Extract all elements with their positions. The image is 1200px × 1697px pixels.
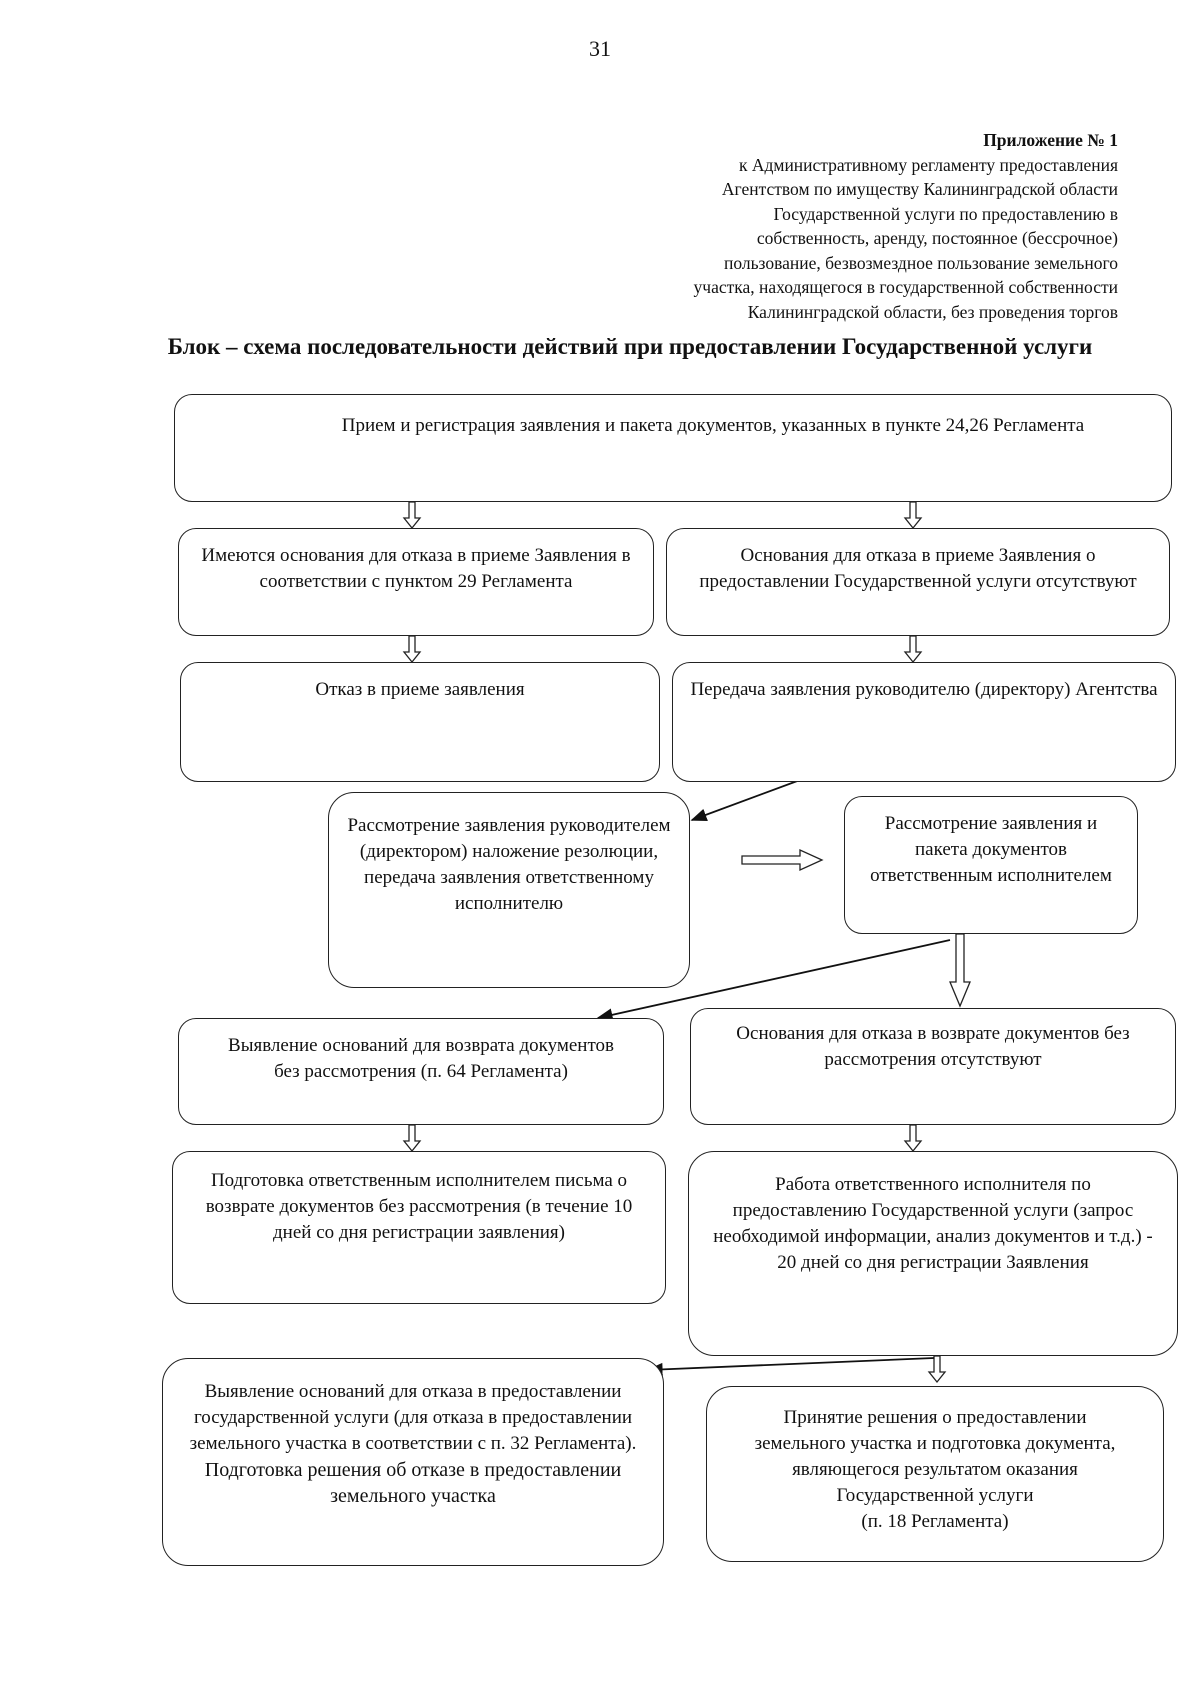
step-grant-decision: Принятие решения о предоставлении земель… <box>706 1386 1164 1562</box>
step-refusal: Отказ в приеме заявления <box>180 662 660 782</box>
step-no-refusal-grounds-text: Основания для отказа в приеме Заявления … <box>699 545 1137 592</box>
step-denial-grounds-text: Выявление оснований для отказа в предост… <box>189 1381 637 1454</box>
down-arrow <box>402 501 422 530</box>
step-return-grounds-text: Выявление оснований для возврата докумен… <box>228 1035 614 1082</box>
appendix-line: участка, находящегося в государственной … <box>693 277 1118 297</box>
step-no-return-grounds: Основания для отказа в возврате документ… <box>690 1008 1176 1125</box>
diagram-title: Блок – схема последовательности действий… <box>167 334 1093 359</box>
step-grant-decision-text-2: (п. 18 Регламента) <box>861 1511 1009 1532</box>
appendix-line: Государственной услуги по предоставлению… <box>773 203 1118 224</box>
step-return-letter: Подготовка ответственным исполнителем пи… <box>172 1151 666 1304</box>
step-executor-work-text: Работа ответственного исполнителя по пре… <box>713 1174 1153 1273</box>
down-arrow <box>949 933 971 1008</box>
step-intake-text: Прием и регистрация заявления и пакета д… <box>341 415 1085 436</box>
step-no-refusal-grounds: Основания для отказа в приеме Заявления … <box>666 528 1170 636</box>
step-transfer-to-director: Передача заявления руководителю (директо… <box>672 662 1176 782</box>
step-return-grounds: Выявление оснований для возврата докумен… <box>178 1018 664 1125</box>
step-denial-grounds-text-2: Подготовка решения об отказе в предостав… <box>204 1459 622 1507</box>
step-intake: Прием и регистрация заявления и пакета д… <box>174 394 1172 502</box>
step-return-letter-text: Подготовка ответственным исполнителем пи… <box>205 1170 633 1243</box>
step-director-review: Рассмотрение заявления руководителем (ди… <box>328 792 690 988</box>
step-grant-decision-text: Принятие решения о предоставлении земель… <box>754 1407 1116 1506</box>
arrow-to-denial-grounds <box>646 1357 935 1376</box>
step-executor-work: Работа ответственного исполнителя по пре… <box>688 1151 1178 1356</box>
down-arrow <box>903 501 923 530</box>
step-transfer-to-director-text: Передача заявления руководителю (директо… <box>690 679 1158 700</box>
step-executor-review-text: Рассмотрение заявления и пакета документ… <box>870 813 1112 886</box>
appendix-line: Агентством по имуществу Калининградской … <box>721 179 1118 199</box>
right-arrow <box>741 848 824 872</box>
page-number: 31 <box>589 36 611 61</box>
down-arrow <box>903 1124 923 1153</box>
arrow-to-director-review <box>690 779 801 822</box>
arrow-to-return-grounds <box>596 939 951 1022</box>
step-refusal-text: Отказ в приеме заявления <box>315 679 525 700</box>
appendix-line: к Административному регламенту предостав… <box>738 154 1118 175</box>
down-arrow <box>402 1124 422 1153</box>
appendix-heading: Приложение № 1 <box>983 130 1118 150</box>
step-no-return-grounds-text: Основания для отказа в возврате документ… <box>736 1023 1130 1070</box>
down-arrow <box>927 1355 947 1384</box>
appendix-line: Калининградской области, без проведения … <box>747 301 1118 322</box>
step-refusal-grounds: Имеются основания для отказа в приеме За… <box>178 528 654 636</box>
down-arrow <box>402 635 422 664</box>
step-denial-grounds: Выявление оснований для отказа в предост… <box>162 1358 664 1566</box>
step-director-review-text: Рассмотрение заявления руководителем (ди… <box>347 815 671 914</box>
appendix-header: Приложение № 1 к Административному регла… <box>478 128 1118 324</box>
step-executor-review: Рассмотрение заявления и пакета документ… <box>844 796 1138 934</box>
down-arrow <box>903 635 923 664</box>
appendix-line: собственность, аренду, постоянное (бесср… <box>756 228 1118 248</box>
appendix-line: пользование, безвозмездное пользование з… <box>723 252 1118 273</box>
step-refusal-grounds-text: Имеются основания для отказа в приеме За… <box>201 545 631 592</box>
